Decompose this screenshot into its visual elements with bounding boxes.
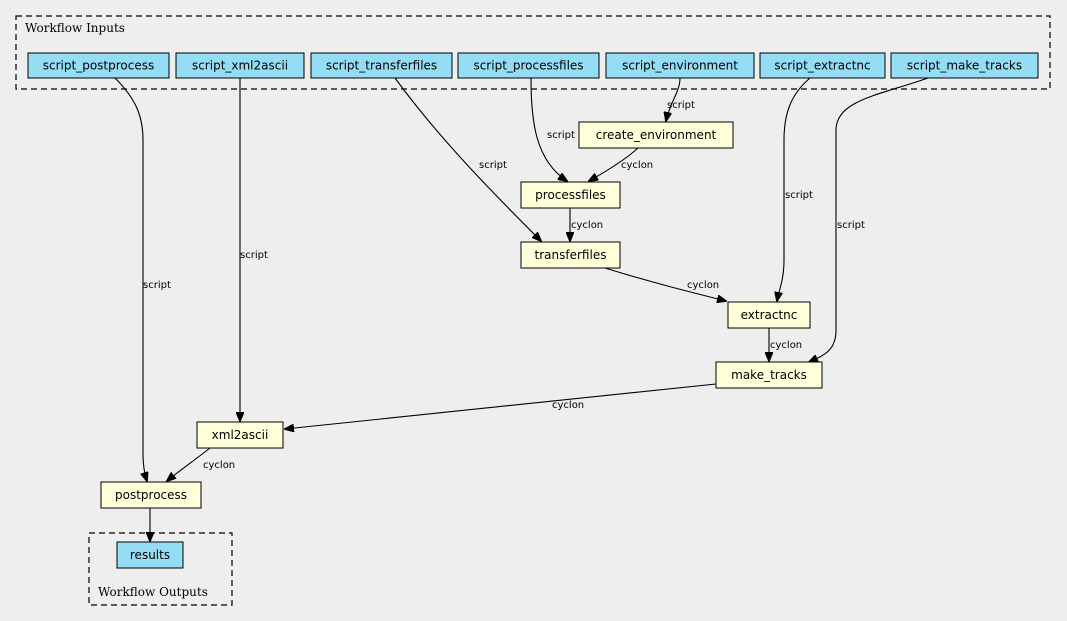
input-node-script-make-tracks[interactable]: script_make_tracks	[890, 52, 1039, 79]
edge-label-make-tracks-to-xml2ascii: cyclon	[552, 400, 584, 411]
output-node-results[interactable]: results	[116, 541, 184, 569]
workflow-inputs-label: Workflow Inputs	[25, 21, 125, 35]
step-label-postprocess: postprocess	[115, 488, 187, 502]
input-label-script-postprocess: script_postprocess	[43, 59, 154, 73]
output-label-results: results	[130, 548, 170, 562]
edges: script script script cyclon cyclon cyclo…	[114, 77, 929, 541]
input-node-script-extractnc[interactable]: script_extractnc	[759, 52, 886, 79]
input-label-script-transferfiles: script_transferfiles	[326, 59, 437, 73]
input-node-script-postprocess[interactable]: script_postprocess	[27, 52, 170, 79]
input-label-script-processfiles: script_processfiles	[473, 59, 583, 73]
edge-xml2ascii-to-postprocess	[167, 447, 211, 481]
step-label-processfiles: processfiles	[535, 188, 606, 202]
input-label-script-make-tracks: script_make_tracks	[907, 59, 1022, 73]
edge-label-postprocess-script: script	[143, 280, 171, 291]
step-node-create-environment[interactable]: create_environment	[578, 121, 734, 149]
input-label-script-environment: script_environment	[622, 59, 738, 73]
edge-label-make-tracks-script: script	[837, 220, 865, 231]
step-label-xml2ascii: xml2ascii	[212, 428, 269, 442]
step-node-xml2ascii[interactable]: xml2ascii	[196, 421, 284, 449]
input-node-script-processfiles[interactable]: script_processfiles	[457, 52, 600, 79]
edge-make-tracks-to-xml2ascii	[285, 383, 717, 429]
step-nodes: create_environment processfiles transfer…	[100, 121, 823, 509]
edge-label-create-to-processfiles: cyclon	[621, 160, 653, 171]
input-nodes: script_postprocess script_xml2ascii scri…	[27, 52, 1039, 79]
step-node-transferfiles[interactable]: transferfiles	[520, 241, 621, 269]
edge-create-environment-to-processfiles	[589, 147, 639, 181]
step-label-make-tracks: make_tracks	[731, 368, 807, 382]
edge-label-xml2ascii-to-postprocess: cyclon	[203, 460, 235, 471]
step-node-processfiles[interactable]: processfiles	[520, 181, 621, 209]
input-label-script-xml2ascii: script_xml2ascii	[192, 59, 288, 73]
step-label-extractnc: extractnc	[741, 308, 798, 322]
step-node-make-tracks[interactable]: make_tracks	[715, 361, 823, 389]
edge-script-extractnc-to-extractnc	[777, 77, 811, 301]
edge-label-env-to-create: script	[667, 100, 695, 111]
edge-script-environment-to-create-environment	[666, 77, 681, 121]
edge-label-transferfiles-script: script	[479, 160, 507, 171]
workflow-outputs-cluster: Workflow Outputs	[88, 532, 233, 606]
input-node-script-xml2ascii[interactable]: script_xml2ascii	[175, 52, 305, 79]
edge-label-extractnc-to-make-tracks: cyclon	[770, 340, 802, 351]
edge-label-extractnc-script: script	[785, 190, 813, 201]
edge-transferfiles-to-extractnc	[604, 267, 726, 301]
edge-label-xml2ascii-script: script	[240, 250, 268, 261]
workflow-outputs-label: Workflow Outputs	[98, 585, 208, 599]
step-node-postprocess[interactable]: postprocess	[100, 481, 202, 509]
edge-script-processfiles-to-processfiles	[530, 77, 567, 181]
input-node-script-environment[interactable]: script_environment	[605, 52, 755, 79]
workflow-inputs-cluster: Workflow Inputs	[15, 15, 1051, 90]
edge-script-make-tracks-to-make-tracks	[809, 77, 929, 362]
input-node-script-transferfiles[interactable]: script_transferfiles	[310, 52, 453, 79]
output-nodes: results	[116, 541, 184, 569]
edge-script-postprocess-to-postprocess	[114, 77, 147, 481]
edge-label-processfiles-to-transferfiles: cyclon	[571, 220, 603, 231]
step-label-transferfiles: transferfiles	[535, 248, 607, 262]
step-node-extractnc[interactable]: extractnc	[727, 301, 811, 329]
edge-label-transferfiles-to-extractnc: cyclon	[687, 280, 719, 291]
step-label-create-environment: create_environment	[596, 128, 717, 142]
input-label-script-extractnc: script_extractnc	[774, 59, 870, 73]
edge-script-transferfiles-to-transferfiles	[394, 77, 541, 241]
edge-label-processfiles-script: script	[547, 130, 575, 141]
